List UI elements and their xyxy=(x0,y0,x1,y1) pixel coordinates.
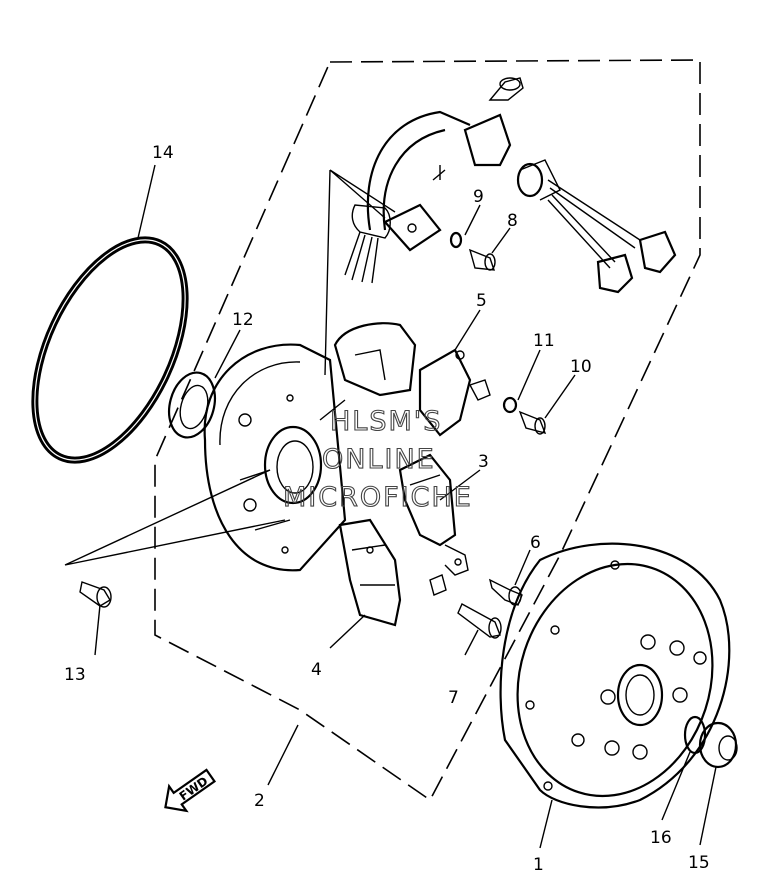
callout-16: 16 xyxy=(650,828,672,848)
flywheel-rotor xyxy=(499,542,731,809)
watermark-line-3: MICROFICHE xyxy=(283,482,473,513)
screw-13 xyxy=(79,581,112,608)
callout-6: 6 xyxy=(530,533,541,553)
callout-15: 15 xyxy=(688,853,710,873)
watermark-line-2: ONLINE xyxy=(322,444,436,475)
callout-4: 4 xyxy=(311,660,322,680)
callout-7: 7 xyxy=(448,688,459,708)
forward-arrow: FWD xyxy=(164,768,217,813)
callout-13: 13 xyxy=(64,665,86,685)
assembly-boundary xyxy=(154,59,701,802)
callout-11: 11 xyxy=(533,331,555,351)
nut-15 xyxy=(698,721,738,769)
callout-3: 3 xyxy=(478,452,489,472)
lighting-coil xyxy=(338,518,447,627)
washer-11 xyxy=(502,396,518,414)
wiring-harness xyxy=(344,77,677,294)
callout-1: 1 xyxy=(533,855,544,875)
callout-10: 10 xyxy=(570,357,592,377)
watermark: HLSM'S ONLINE MICROFICHE xyxy=(282,405,473,513)
callout-12: 12 xyxy=(232,310,254,330)
screw-8 xyxy=(468,248,496,271)
wire-bracket xyxy=(324,169,442,376)
screw-7 xyxy=(457,603,502,639)
pickup-coil xyxy=(398,453,469,576)
oil-seal-part xyxy=(167,371,217,439)
callout-14: 14 xyxy=(152,143,174,163)
callout-9: 9 xyxy=(473,187,484,207)
callout-2: 2 xyxy=(254,791,265,811)
watermark-line-1: HLSM'S xyxy=(330,406,442,437)
washer-16 xyxy=(683,715,707,755)
screw-10 xyxy=(518,410,547,435)
leader-lines xyxy=(94,164,717,849)
washer-9 xyxy=(449,231,463,249)
callout-5: 5 xyxy=(476,291,487,311)
callout-8: 8 xyxy=(507,211,518,231)
o-ring-part xyxy=(31,236,189,464)
